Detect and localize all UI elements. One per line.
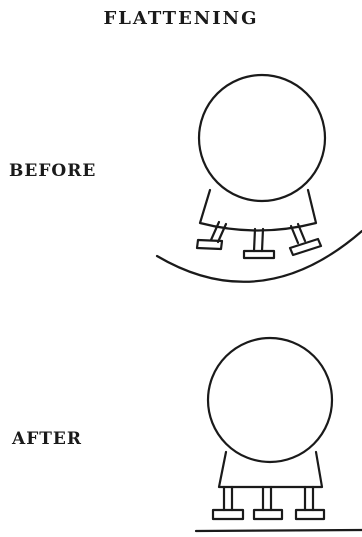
- after-figure: [196, 338, 362, 531]
- after-body: [219, 452, 322, 487]
- after-ball: [208, 338, 332, 462]
- after-flat-surface: [196, 530, 362, 531]
- before-ball: [199, 75, 325, 201]
- before-legs: [197, 222, 321, 258]
- before-curved-surface: [157, 231, 362, 282]
- before-figure: [157, 75, 362, 282]
- after-legs: [213, 487, 324, 519]
